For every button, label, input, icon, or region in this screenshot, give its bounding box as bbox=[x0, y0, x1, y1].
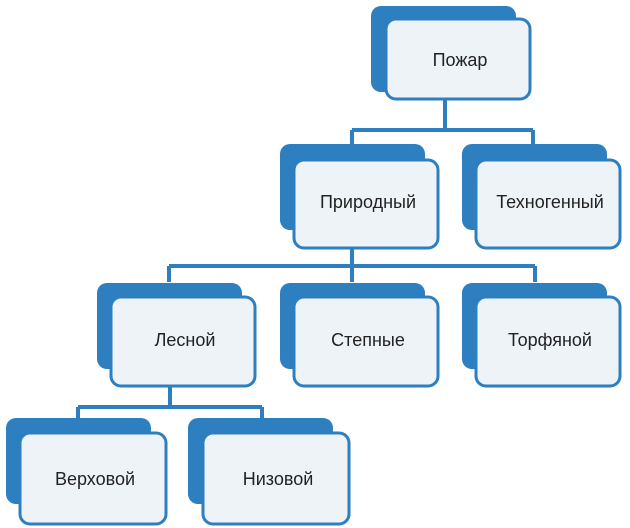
node-forest-card bbox=[109, 295, 257, 388]
node-crown-label: Верховой bbox=[55, 469, 135, 489]
node-ground: Низовой bbox=[188, 418, 351, 526]
node-forest-label: Лесной bbox=[155, 330, 216, 350]
node-root-label: Пожар bbox=[433, 50, 488, 70]
node-peat-card bbox=[474, 295, 622, 388]
node-natural: Природный bbox=[280, 144, 440, 250]
node-forest: Лесной bbox=[97, 283, 257, 388]
node-technogenic-card bbox=[474, 158, 622, 250]
node-peat-label: Торфяной bbox=[508, 330, 592, 350]
node-ground-label: Низовой bbox=[243, 469, 314, 489]
connector-root-to-level1 bbox=[350, 92, 535, 146]
node-crown-card bbox=[18, 431, 168, 526]
node-natural-card bbox=[292, 158, 440, 250]
node-steppe: Степные bbox=[280, 283, 440, 388]
node-crown: Верховой bbox=[6, 418, 168, 526]
node-ground-card bbox=[201, 431, 351, 526]
node-steppe-card bbox=[292, 295, 440, 388]
node-technogenic-label: Техногенный bbox=[496, 192, 604, 212]
connector-forest-to-level3 bbox=[76, 386, 264, 420]
node-root-card bbox=[384, 17, 532, 101]
node-peat: Торфяной bbox=[462, 283, 622, 388]
connector-natural-to-level2 bbox=[167, 248, 537, 282]
node-root: Пожар bbox=[371, 6, 532, 101]
node-steppe-label: Степные bbox=[331, 330, 405, 350]
connectors bbox=[76, 92, 537, 420]
node-natural-label: Природный bbox=[320, 192, 416, 212]
node-technogenic: Техногенный bbox=[462, 144, 622, 250]
